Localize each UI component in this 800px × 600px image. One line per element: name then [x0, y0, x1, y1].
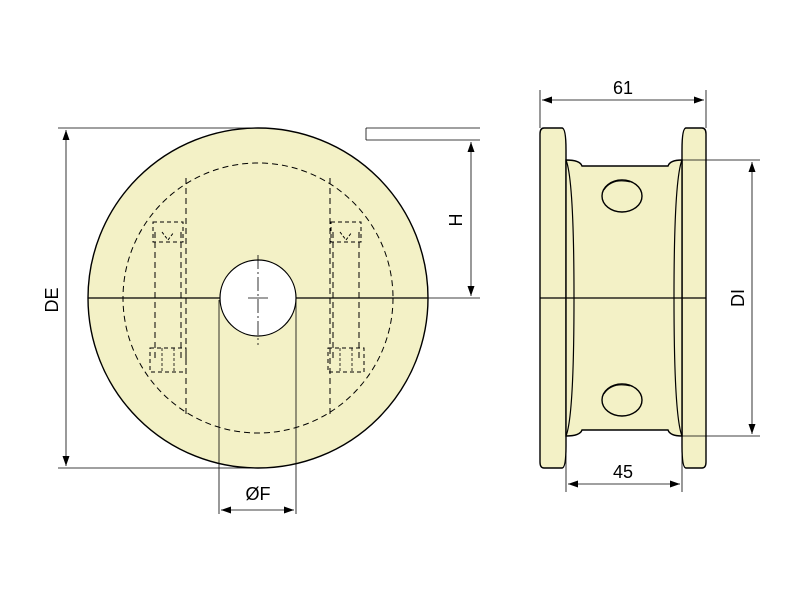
bolt-right — [327, 221, 365, 373]
label-h: H — [446, 214, 466, 227]
label-45: 45 — [613, 462, 633, 482]
label-61: 61 — [613, 78, 633, 98]
label-of: ØF — [246, 484, 271, 504]
front-view: DE ØF H — [42, 127, 480, 514]
hidden-inner-circle — [122, 162, 394, 434]
side-hole-bottom — [601, 383, 643, 417]
label-di: DI — [728, 289, 748, 307]
side-hole-top — [601, 179, 643, 213]
bolt-left — [149, 221, 187, 373]
label-de: DE — [42, 287, 62, 312]
side-view: 61 45 DI — [539, 78, 760, 492]
